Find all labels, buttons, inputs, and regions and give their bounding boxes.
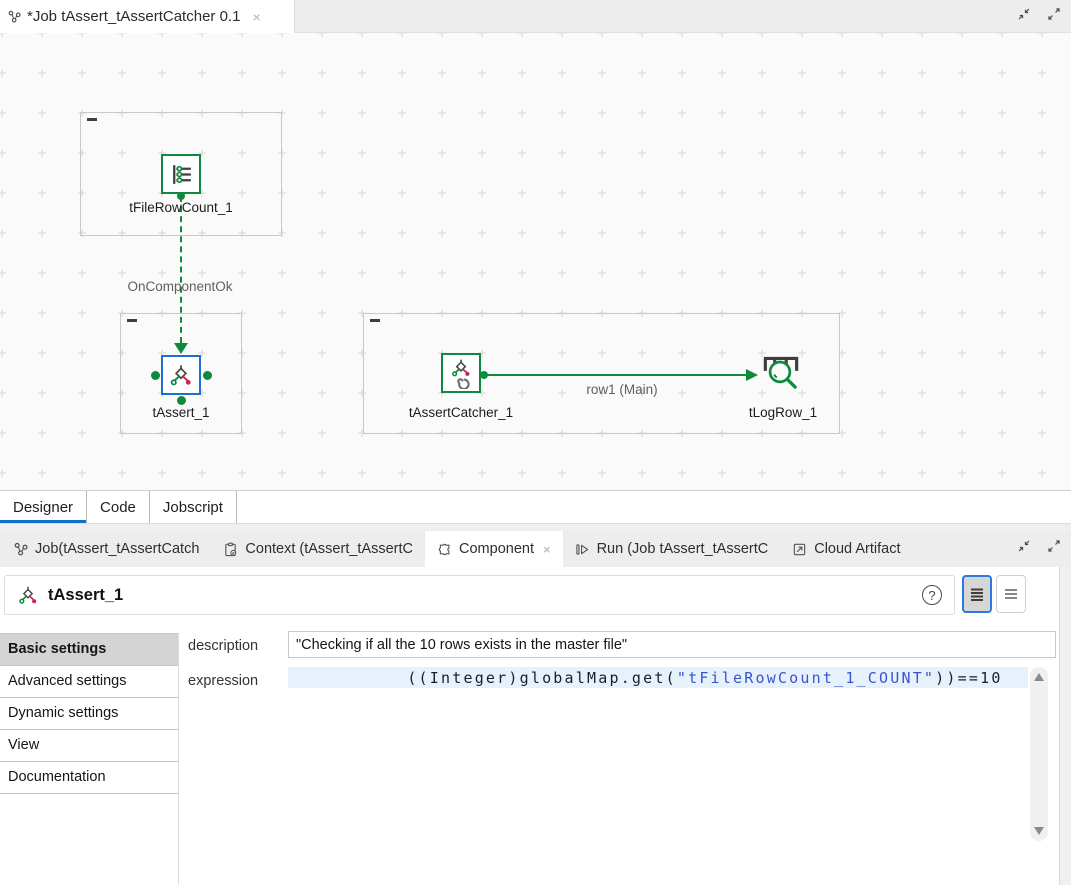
tassertcatcher-icon [447, 357, 475, 389]
divider [0, 523, 1071, 531]
anchor-dot-right [203, 371, 212, 380]
tab-run-view[interactable]: Run (Job tAssert_tAssertC [563, 531, 781, 567]
node-tfilerowcount[interactable] [161, 154, 201, 194]
job-icon [8, 10, 21, 23]
link-arrowhead-icon [746, 369, 758, 381]
view-list-toggle[interactable] [996, 575, 1026, 613]
tab-designer[interactable]: Designer [0, 491, 88, 523]
selection-rect-tassert [120, 313, 242, 434]
view-controls [1017, 539, 1061, 553]
link-source-dot [480, 371, 488, 379]
row1-label[interactable]: row1 (Main) [586, 382, 658, 397]
minimize-icon[interactable] [1017, 539, 1031, 553]
tab-jobscript[interactable]: Jobscript [150, 491, 237, 523]
view-dense-toggle[interactable] [962, 575, 992, 613]
collapse-handle-icon[interactable] [370, 319, 380, 322]
component-title: tAssert_1 [48, 585, 124, 604]
collapse-handle-icon[interactable] [87, 118, 97, 121]
description-label: description [188, 638, 259, 654]
node-tassertcatcher[interactable] [441, 353, 481, 393]
maximize-icon[interactable] [1047, 7, 1061, 21]
tlogrow-icon [757, 349, 805, 397]
tab-job-view[interactable]: Job(tAssert_tAssertCatch [2, 531, 211, 567]
row1-link[interactable] [487, 374, 749, 376]
node-tlogrow[interactable] [757, 349, 805, 397]
node-label-tassertcatcher[interactable]: tAssertCatcher_1 [408, 405, 514, 420]
window-controls [1017, 7, 1061, 21]
section-advanced-settings[interactable]: Advanced settings [0, 666, 178, 698]
tab-code[interactable]: Code [87, 491, 150, 523]
close-icon[interactable]: × [542, 541, 551, 557]
component-settings-panel: tAssert_1 ? Basic settings Advanced sett… [0, 567, 1060, 885]
cloud-artifact-icon [792, 542, 807, 557]
settings-section-list: Basic settings Advanced settings Dynamic… [0, 633, 179, 885]
section-view[interactable]: View [0, 730, 178, 762]
tab-context-view[interactable]: Context (tAssert_tAssertC [211, 531, 425, 567]
selection-rect-catcher-logrow [363, 313, 840, 434]
expression-line: ((Integer)globalMap.get("tFileRowCount_1… [288, 667, 1028, 688]
context-icon [223, 542, 238, 557]
tab-component-view[interactable]: Component × [425, 531, 563, 567]
section-basic-settings[interactable]: Basic settings [0, 634, 178, 666]
expression-code-suffix: ))==10 [935, 668, 1003, 687]
expression-code: ((Integer)globalMap.get( [407, 668, 677, 687]
minimize-icon[interactable] [1017, 7, 1031, 21]
node-label-tfilerowcount[interactable]: tFileRowCount_1 [129, 200, 233, 215]
tfilerowcount-icon [168, 161, 195, 188]
node-tassert[interactable] [161, 355, 201, 395]
tassert-icon [17, 584, 39, 606]
section-documentation[interactable]: Documentation [0, 762, 178, 794]
component-icon [437, 542, 452, 557]
anchor-dot-bottom [177, 396, 186, 405]
job-icon [14, 542, 28, 556]
help-icon[interactable]: ? [922, 585, 942, 605]
job-editor-tab[interactable]: *Job tAssert_tAssertCatcher 0.1 × [0, 0, 295, 33]
link-source-dot [177, 192, 185, 200]
scroll-down-icon[interactable] [1034, 827, 1044, 835]
maximize-icon[interactable] [1047, 539, 1061, 553]
designer-tab-strip: Designer Code Jobscript [0, 490, 1071, 523]
anchor-dot-left [151, 371, 160, 380]
section-dynamic-settings[interactable]: Dynamic settings [0, 698, 178, 730]
node-label-tlogrow[interactable]: tLogRow_1 [748, 405, 818, 420]
view-tab-strip: Job(tAssert_tAssertCatch Context (tAsser… [0, 531, 1071, 567]
scroll-up-icon[interactable] [1034, 673, 1044, 681]
description-input[interactable] [288, 631, 1056, 658]
link-arrowhead-icon [174, 343, 188, 354]
expression-label: expression [188, 673, 259, 689]
tab-cloud-artifact[interactable]: Cloud Artifact [780, 531, 912, 567]
editor-tab-title: *Job tAssert_tAssertCatcher 0.1 [27, 8, 241, 25]
close-icon[interactable]: × [252, 8, 261, 25]
node-label-tassert[interactable]: tAssert_1 [152, 405, 210, 420]
run-icon [575, 542, 590, 557]
component-header: tAssert_1 ? [4, 575, 955, 615]
expression-editor[interactable]: ((Integer)globalMap.get("tFileRowCount_1… [288, 667, 1028, 843]
job-design-canvas[interactable]: ++++++++++++++++++++++++++++++++++++++++… [0, 33, 1071, 490]
tassert-icon [168, 362, 194, 388]
collapse-handle-icon[interactable] [127, 319, 137, 322]
editor-tab-bar: *Job tAssert_tAssertCatcher 0.1 × [0, 0, 1071, 33]
oncomponentok-label[interactable]: OnComponentOk [127, 279, 233, 294]
expression-string-literal: "tFileRowCount_1_COUNT" [676, 668, 936, 687]
expression-scrollbar[interactable] [1030, 667, 1048, 841]
oncomponentok-link[interactable] [180, 196, 182, 343]
